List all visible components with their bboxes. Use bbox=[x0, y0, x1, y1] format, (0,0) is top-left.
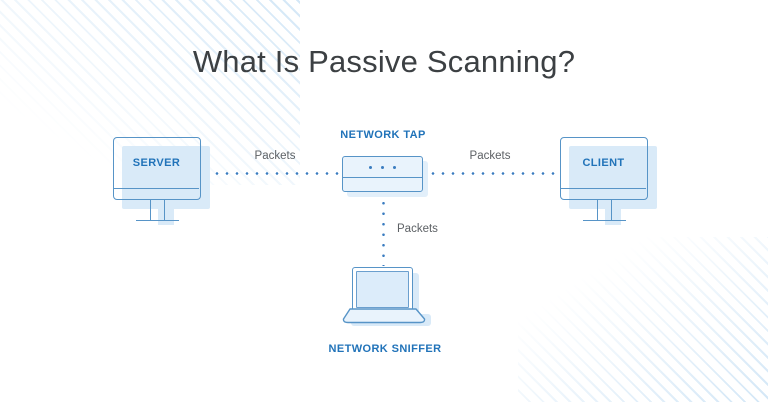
laptop-icon bbox=[352, 267, 413, 312]
tap-led-dot bbox=[381, 165, 384, 169]
server-screen: SERVER bbox=[114, 138, 199, 188]
desktop-monitor-icon: CLIENT bbox=[560, 137, 648, 200]
tap-led-dot bbox=[393, 165, 396, 169]
tap-led-dot bbox=[369, 165, 372, 169]
monitor-stand-base bbox=[136, 220, 179, 221]
server-label: SERVER bbox=[132, 157, 181, 169]
desktop-monitor-icon: SERVER bbox=[113, 137, 201, 200]
client-stand-shadow bbox=[605, 209, 621, 225]
tap-led-dots bbox=[343, 157, 422, 177]
monitor-stand-neck bbox=[597, 200, 612, 221]
client-node: CLIENT bbox=[560, 137, 666, 229]
client-monitor-shadow bbox=[569, 146, 657, 209]
packets-label-vertical: Packets bbox=[397, 223, 438, 235]
monitor-bezel-line bbox=[114, 188, 199, 189]
server-stand-shadow bbox=[158, 209, 174, 225]
server-node: SERVER bbox=[113, 137, 219, 229]
page-title: What Is Passive Scanning? bbox=[192, 44, 576, 79]
monitor-stand-neck bbox=[150, 200, 165, 221]
network-sniffer-node bbox=[342, 265, 434, 327]
link-server-to-tap bbox=[212, 172, 342, 175]
laptop-base bbox=[342, 308, 426, 324]
tap-device-icon bbox=[342, 156, 423, 192]
monitor-stand-base bbox=[583, 220, 626, 221]
laptop-screen bbox=[356, 271, 409, 308]
client-screen: CLIENT bbox=[561, 138, 646, 188]
link-tap-to-sniffer bbox=[382, 198, 385, 266]
network-tap-label: NETWORK TAP bbox=[340, 129, 426, 141]
client-label: CLIENT bbox=[582, 157, 625, 169]
monitor-bezel-line bbox=[561, 188, 646, 189]
packets-label-right: Packets bbox=[469, 150, 511, 162]
tap-divider-line bbox=[343, 177, 422, 178]
packets-label-left: Packets bbox=[254, 150, 296, 162]
network-tap-node bbox=[342, 156, 430, 198]
network-sniffer-label: NETWORK SNIFFER bbox=[328, 343, 442, 355]
link-tap-to-client bbox=[428, 172, 558, 175]
